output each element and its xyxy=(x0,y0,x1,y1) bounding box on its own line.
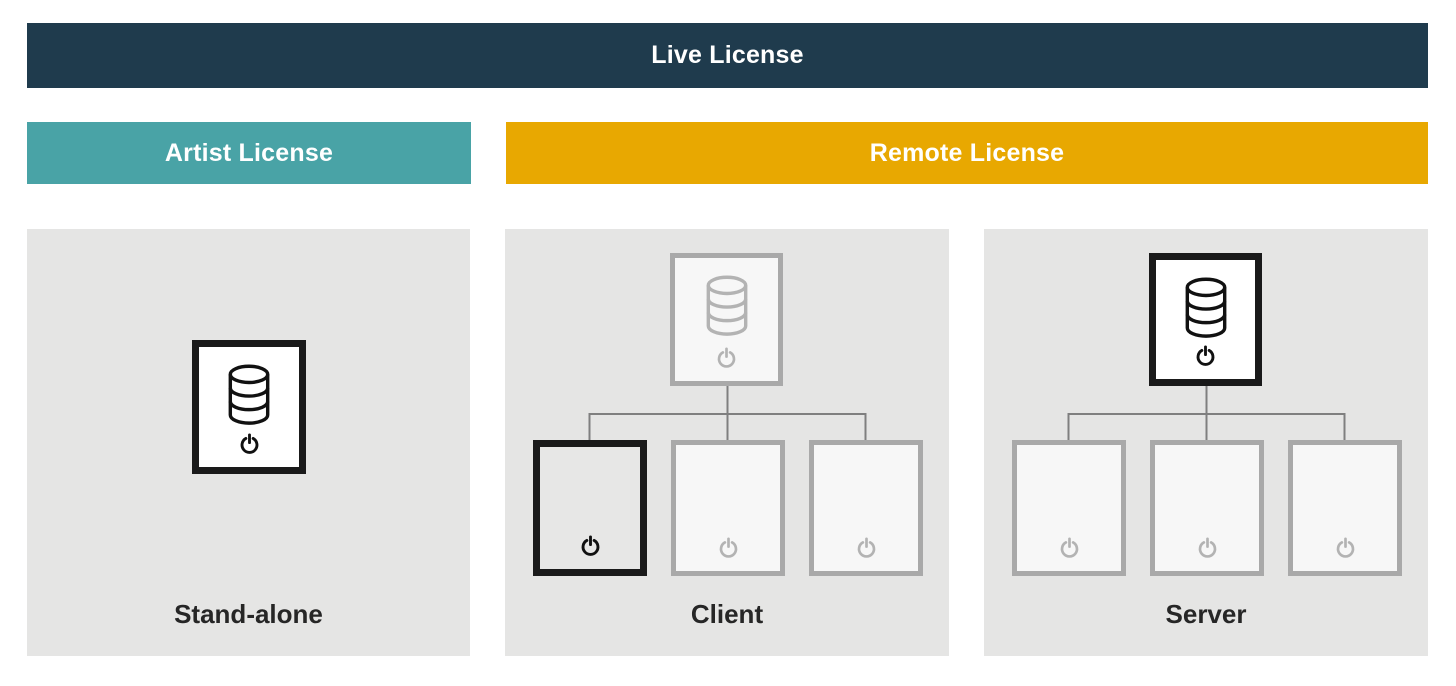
server-panel-label: Server xyxy=(1165,599,1247,629)
live-license-banner: Live License xyxy=(27,23,1428,88)
server-client-machine-node xyxy=(1012,440,1126,576)
client-panel: Client xyxy=(505,229,949,656)
server-panel: Server xyxy=(984,229,1428,656)
client-license-server-node xyxy=(670,253,783,386)
server-client-machine-node xyxy=(1288,440,1402,576)
client-machine-node xyxy=(671,440,785,576)
power-icon xyxy=(1060,537,1078,558)
standalone-panel: Stand-alone xyxy=(27,229,470,656)
power-icon xyxy=(581,535,599,556)
client-machine-node xyxy=(809,440,923,576)
power-icon xyxy=(1198,537,1216,558)
client-machine-node-active xyxy=(533,440,647,576)
database-icon xyxy=(228,364,270,425)
remote-license-label: Remote License xyxy=(869,138,1065,167)
power-icon xyxy=(719,537,737,558)
standalone-panel-label: Stand-alone xyxy=(174,599,323,629)
power-icon xyxy=(717,347,736,368)
standalone-machine-node xyxy=(192,340,306,474)
server-license-server-node xyxy=(1149,253,1262,386)
power-icon xyxy=(1336,537,1354,558)
database-icon xyxy=(1185,277,1226,338)
power-icon xyxy=(857,537,875,558)
artist-license-bar: Artist License xyxy=(27,122,471,184)
server-client-machine-node xyxy=(1150,440,1264,576)
live-license-label: Live License xyxy=(651,41,804,69)
remote-license-bar: Remote License xyxy=(506,122,1428,184)
power-icon xyxy=(240,433,258,454)
artist-license-label: Artist License xyxy=(164,138,334,167)
client-panel-label: Client xyxy=(690,599,764,629)
database-icon xyxy=(706,275,747,336)
power-icon xyxy=(1196,345,1215,366)
